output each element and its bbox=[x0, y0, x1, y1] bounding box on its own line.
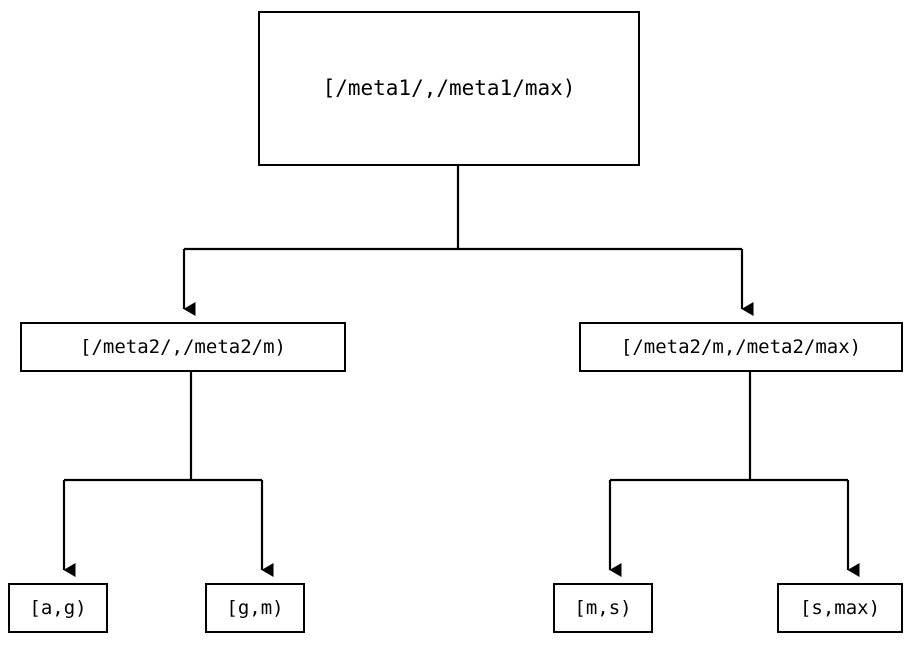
tree-node-mid-left-label: [/meta2/,/meta2/m) bbox=[80, 335, 286, 358]
tree-node-leaf-smax[interactable]: [s,max) bbox=[777, 583, 903, 633]
tree-node-mid-right[interactable]: [/meta2/m,/meta2/max) bbox=[579, 322, 903, 372]
tree-node-leaf-ms[interactable]: [m,s) bbox=[553, 583, 653, 633]
tree-node-mid-right-label: [/meta2/m,/meta2/max) bbox=[620, 335, 862, 358]
tree-node-leaf-gm-label: [g,m) bbox=[226, 596, 284, 619]
tree-node-mid-left[interactable]: [/meta2/,/meta2/m) bbox=[20, 322, 346, 372]
tree-node-root[interactable]: [/meta1/,/meta1/max) bbox=[258, 11, 640, 166]
tree-node-leaf-ag-label: [a,g) bbox=[29, 596, 87, 619]
tree-node-leaf-ms-label: [m,s) bbox=[574, 596, 632, 619]
tree-node-leaf-gm[interactable]: [g,m) bbox=[205, 583, 305, 633]
tree-node-leaf-smax-label: [s,max) bbox=[799, 596, 881, 619]
tree-node-leaf-ag[interactable]: [a,g) bbox=[8, 583, 108, 633]
tree-node-root-label: [/meta1/,/meta1/max) bbox=[322, 76, 576, 100]
